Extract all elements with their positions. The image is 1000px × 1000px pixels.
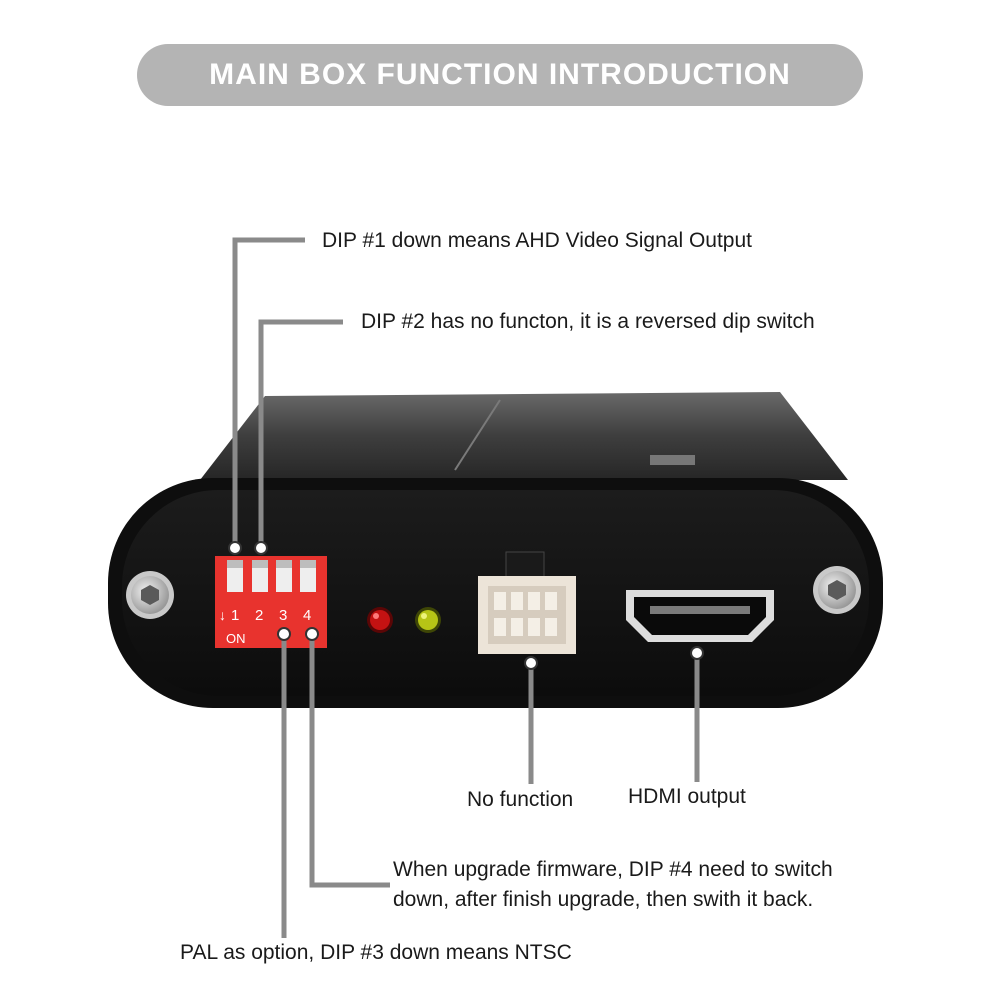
dip-label-3: 3	[279, 607, 287, 624]
device-top-housing	[200, 392, 848, 480]
dip-label-2: 2	[255, 607, 263, 624]
red-led-icon	[367, 607, 393, 633]
yellow-led-icon	[415, 607, 441, 633]
dip-switch-1[interactable]	[227, 560, 243, 592]
callout-hdmi-output: HDMI output	[628, 785, 746, 808]
unused-connector-port	[478, 551, 576, 654]
hdmi-port	[626, 590, 774, 642]
callout-dip4-line1: When upgrade firmware, DIP #4 need to sw…	[393, 858, 833, 881]
leader-dip2	[258, 319, 343, 545]
callout-dip2: DIP #2 has no functon, it is a reversed …	[361, 310, 815, 333]
leader-dots	[228, 541, 704, 670]
dip-arrow-icon: ↓	[219, 607, 226, 623]
dip-label-4: 4	[303, 607, 311, 624]
dip-on-label: ON	[226, 631, 246, 646]
dip-label-1: 1	[231, 607, 239, 624]
callout-dip1: DIP #1 down means AHD Video Signal Outpu…	[322, 229, 752, 252]
callout-dip3: PAL as option, DIP #3 down means NTSC	[180, 941, 572, 964]
dip-switch-2[interactable]	[252, 560, 268, 592]
page-title: MAIN BOX FUNCTION INTRODUCTION	[137, 44, 863, 106]
leader-lines	[232, 237, 700, 938]
dip-switch-4[interactable]	[300, 560, 316, 592]
callout-no-function: No function	[467, 788, 574, 811]
dip-switch-3[interactable]	[276, 560, 292, 592]
callout-dip4-line2: down, after finish upgrade, then swith i…	[393, 888, 814, 911]
leader-dip4	[309, 638, 390, 888]
leader-dip1	[232, 237, 305, 545]
dip-switch-block: ↓ 1 2 3 4 ON	[215, 556, 327, 648]
left-screw-icon	[126, 571, 174, 619]
right-screw-icon	[813, 566, 861, 614]
